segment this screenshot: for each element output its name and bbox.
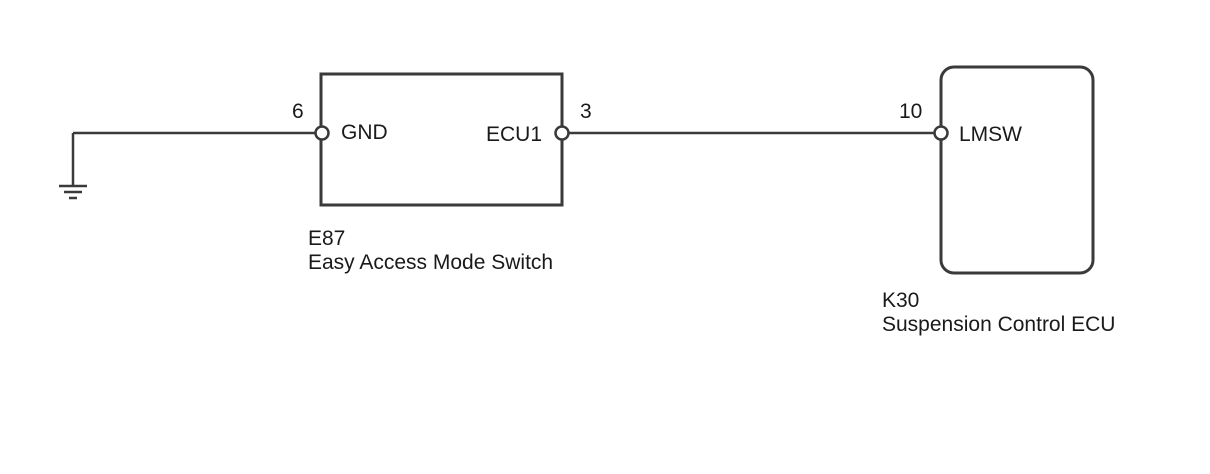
terminal-icon [933, 125, 949, 141]
gnd-signal-label: GND [341, 121, 388, 144]
pin-3-label: 3 [580, 100, 592, 123]
ecu-box [939, 65, 1095, 275]
lmsw-signal-label: LMSW [959, 123, 1022, 146]
k30-connector-label: K30 [882, 289, 920, 312]
terminal-icon [314, 125, 330, 141]
pin-10-label: 10 [899, 100, 923, 123]
ground-icon [59, 133, 87, 200]
terminal-icon [554, 125, 570, 141]
ecu1-signal-label: ECU1 [486, 123, 543, 146]
e87-component-name: Easy Access Mode Switch [308, 251, 554, 274]
e87-connector-label: E87 [308, 227, 346, 250]
k30-component-name: Suspension Control ECU [882, 313, 1116, 336]
pin-6-label: 6 [292, 100, 304, 123]
